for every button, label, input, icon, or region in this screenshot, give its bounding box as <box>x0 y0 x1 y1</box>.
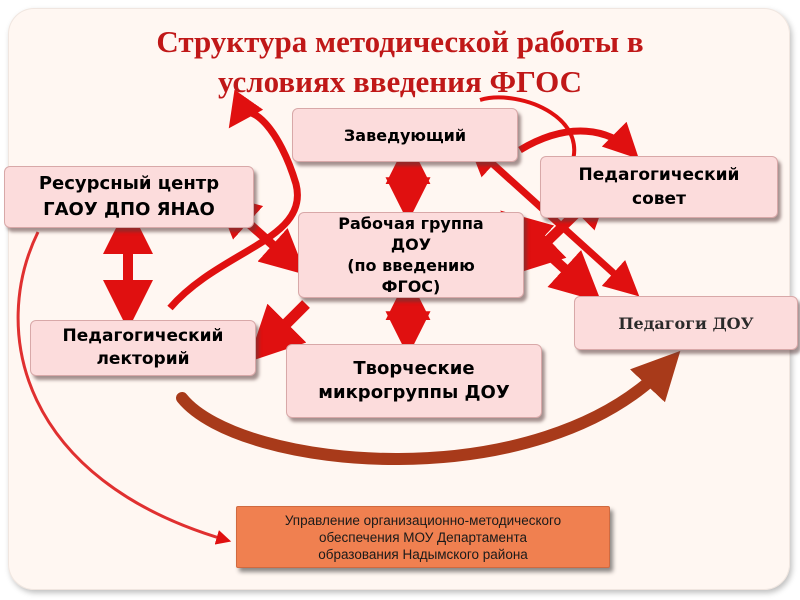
box-lecture-line-2: лекторий <box>96 349 190 369</box>
box-council-line-2: совет <box>632 189 686 209</box>
box-micro-line-1: Творческие <box>353 358 475 379</box>
box-resource-line-1: Ресурсный центр <box>38 173 220 194</box>
box-pedagogical-council: Педагогический совет <box>540 156 778 218</box>
box-group-line-4: ФГОС) <box>381 277 441 296</box>
box-head-label: Заведующий <box>343 125 467 145</box>
curve-arrow-resource-to-dept <box>16 231 232 545</box>
box-dept-line-2: обеспечения МОУ Департамента <box>318 529 528 545</box>
slide-title: Структура методической работы в условиях… <box>60 22 740 102</box>
box-group-line-2: ДОУ <box>390 235 432 254</box>
box-micro-line-2: микрогруппы ДОУ <box>318 382 510 403</box>
curve-arrow-lecture-to-teachers <box>176 350 681 465</box>
box-creative-microgroups: Творческие микрогруппы ДОУ <box>286 344 542 418</box>
box-group-line-1: Рабочая группа <box>338 214 484 233</box>
box-council-line-1: Педагогический <box>578 165 740 185</box>
box-dept-line-3: образования Надымского района <box>318 546 528 562</box>
box-teachers: Педагоги ДОУ <box>574 296 798 350</box>
box-head: Заведующий <box>292 108 518 162</box>
title-line-1: Структура методической работы в <box>156 24 644 59</box>
arrow-group-lecture <box>247 300 310 363</box>
box-lecture-line-1: Педагогический <box>62 326 224 346</box>
arrow-group-teachers <box>500 210 602 303</box>
box-dept-line-1: Управление организационно-методического <box>284 512 562 528</box>
box-department: Управление организационно-методического … <box>236 506 610 568</box>
box-resource-line-2: ГАОУ ДПО ЯНАО <box>43 199 215 220</box>
box-resource-center: Ресурсный центр ГАОУ ДПО ЯНАО <box>4 166 254 228</box>
box-group-line-3: (по введению <box>347 256 475 275</box>
box-teachers-label: Педагоги ДОУ <box>618 313 754 333</box>
box-pedagogical-lectures: Педагогический лекторий <box>30 320 256 376</box>
box-working-group: Рабочая группа ДОУ (по введению ФГОС) <box>298 212 524 298</box>
title-line-2: условиях введения ФГОС <box>217 64 583 99</box>
